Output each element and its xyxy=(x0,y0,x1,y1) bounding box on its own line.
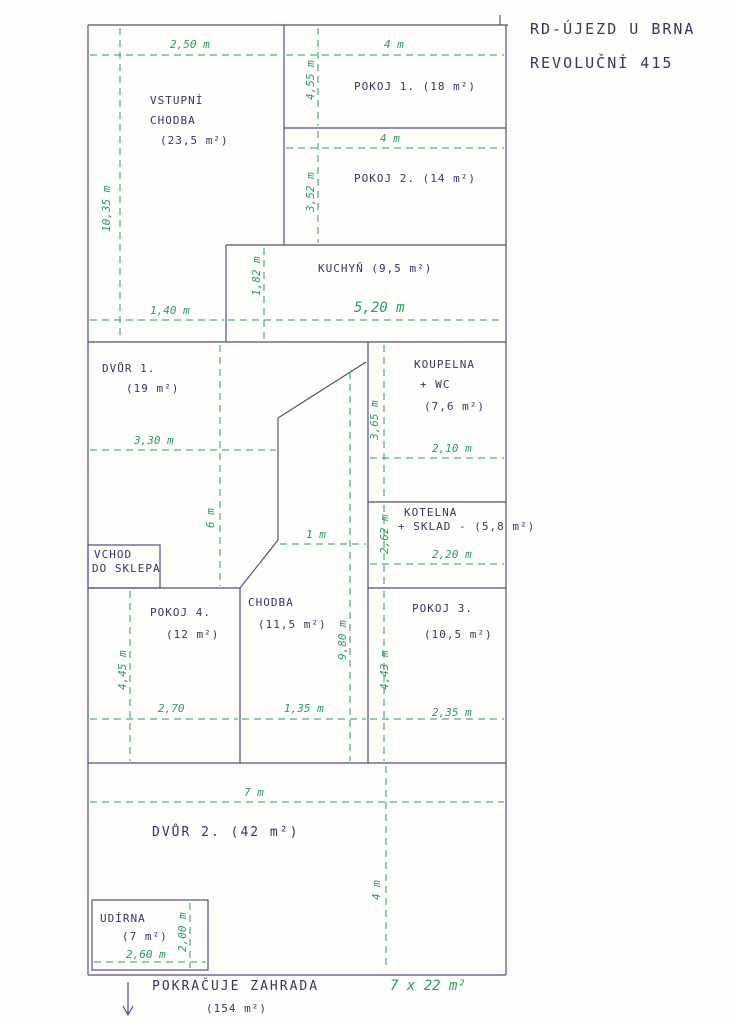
dim-label: 4,43 m xyxy=(378,650,391,690)
dim-label: 4,55 m xyxy=(304,60,317,100)
dim-label: 2,60 m xyxy=(126,948,166,961)
room-udirna-area: (7 m²) xyxy=(122,930,168,943)
dim-label: 1,40 m xyxy=(150,304,190,317)
room-udirna-label: UDÍRNA xyxy=(100,912,146,925)
dim-label: 1 m xyxy=(306,528,326,541)
dim-label: 2,35 m xyxy=(432,706,472,719)
total-area-label: 7 x 22 m² xyxy=(390,978,466,994)
room-koupelna-label: KOUPELNA xyxy=(414,358,475,371)
zahrada-area: (154 m²) xyxy=(206,1002,267,1015)
room-pokoj4-label: POKOJ 4. xyxy=(150,606,211,619)
dim-label: 7 m xyxy=(244,786,264,799)
room-kotelna-label2: + SKLAD - (5,8 m²) xyxy=(398,520,535,533)
room-vstupni-label2: CHODBA xyxy=(150,114,196,127)
vchod-label2: DO SKLEPA xyxy=(92,562,161,575)
dim-label: 2,10 m xyxy=(432,442,472,455)
dim-label: 2,70 xyxy=(158,702,185,715)
dimension-lines xyxy=(90,28,504,968)
room-koupelna-area: (7,6 m²) xyxy=(424,400,485,413)
vchod-label: VCHOD xyxy=(94,548,132,561)
room-kuchyn-label: KUCHYŇ (9,5 m²) xyxy=(318,262,432,275)
room-pokoj1-label: POKOJ 1. (18 m²) xyxy=(354,80,476,93)
zahrada-label: POKRAČUJE ZAHRADA xyxy=(152,978,319,994)
room-vstupni-area: (23,5 m²) xyxy=(160,134,229,147)
dim-label: 1,82 m xyxy=(250,256,263,296)
room-pokoj4-area: (12 m²) xyxy=(166,628,219,641)
header-line1: RD-ÚJEZD U BRNA xyxy=(530,19,695,38)
walls xyxy=(87,15,508,976)
dim-label: 2,20 m xyxy=(432,548,472,561)
dim-label: 2,62 m xyxy=(378,514,391,554)
dim-label: 5,20 m xyxy=(354,300,405,316)
dim-label: 4 m xyxy=(380,132,400,145)
dim-label: 3,65 m xyxy=(368,400,381,441)
room-dvur2-label: DVŮR 2. (42 m²) xyxy=(152,824,299,840)
room-dvur1-area: (19 m²) xyxy=(126,382,179,395)
room-pokoj3-label: POKOJ 3. xyxy=(412,602,473,615)
header-line2: REVOLUČNÍ 415 xyxy=(530,53,673,72)
dim-label: 2,50 m xyxy=(170,38,210,51)
dim-label: 4 m xyxy=(384,38,404,51)
dim-label: 3,30 m xyxy=(133,434,174,447)
dim-label: 1,35 m xyxy=(284,702,324,715)
room-koupelna-label2: + WC xyxy=(420,378,451,391)
room-chodba-area: (11,5 m²) xyxy=(258,618,327,631)
dim-label: 10,35 m xyxy=(100,185,113,232)
room-kotelna-label: KOTELNA xyxy=(404,506,457,519)
room-dvur1-label: DVŮR 1. xyxy=(102,362,155,375)
dim-label: 3,52 m xyxy=(304,172,317,213)
room-chodba-label: CHODBA xyxy=(248,596,294,609)
dim-label: 9,80 m xyxy=(336,620,349,660)
room-pokoj3-area: (10,5 m²) xyxy=(424,628,493,641)
room-pokoj2-label: POKOJ 2. (14 m²) xyxy=(354,172,476,185)
room-vstupni-label: VSTUPNÍ xyxy=(150,94,203,107)
dim-label: 4 m xyxy=(370,880,383,900)
dim-label: 6 m xyxy=(204,508,217,528)
dim-label: 2,00 m xyxy=(176,912,189,952)
arrow-down-icon xyxy=(122,982,134,1017)
dim-label: 4,45 m xyxy=(116,650,129,690)
